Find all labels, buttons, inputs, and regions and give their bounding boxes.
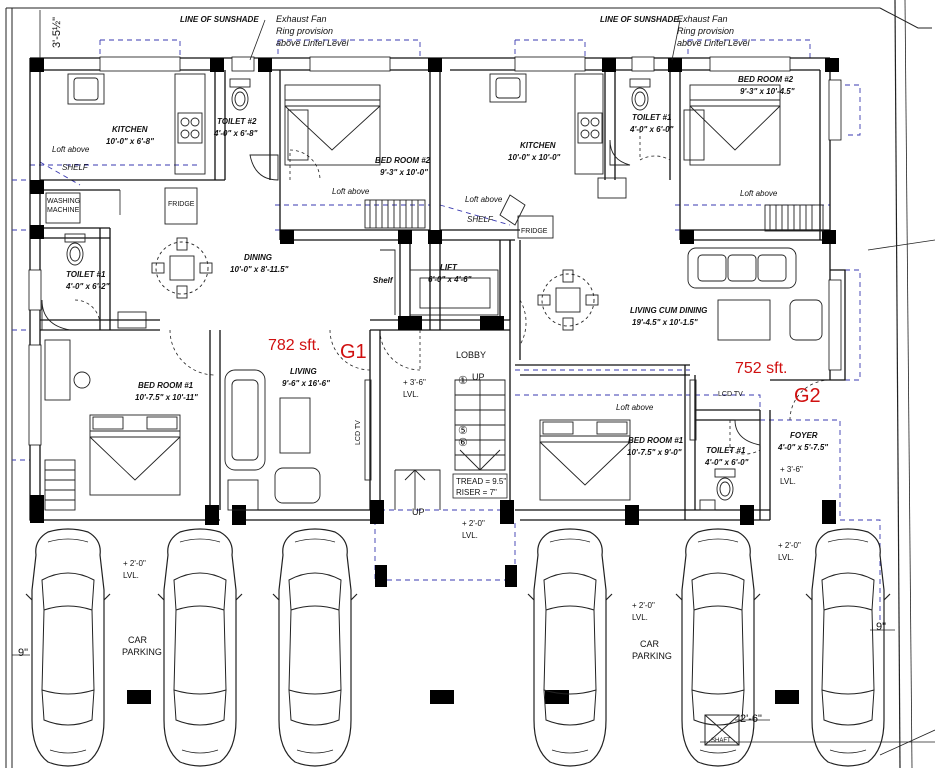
level-value-3: + 3'-6" [780,465,803,474]
level-lvl-6: LVL. [778,553,794,562]
g2-toilet-name: TOILET #1 [632,113,672,122]
g2-toilet1-name: TOILET #1 [706,446,746,455]
g2-bedroom1-dims: 10'-7.5" x 9'-0" [627,448,682,457]
exhaust-note-right-1: Exhaust Fan [677,14,728,24]
parking-right-label-1: CAR [640,639,660,649]
site-boundary [5,0,935,768]
level-lvl-5: LVL. [632,613,648,622]
level-value-2: + 2'-0" [462,519,485,528]
level-lvl-2: LVL. [462,531,478,540]
g2-tag: G2 [794,385,821,407]
g2-bedroom1-name: BED ROOM #1 [628,436,684,445]
tread-note: TREAD = 9.5" [456,477,506,486]
level-value-1: + 3'-6" [403,378,426,387]
g1-dining-name: DINING [244,253,272,262]
parking-right-label-2: PARKING [632,651,672,661]
g1-bedroom2-dims: 9'-3" x 10'-0" [380,168,428,177]
lift-name: LIFT [440,263,458,272]
g1-washing-label-2: MACHINE [47,207,80,214]
exhaust-note-left-1: Exhaust Fan [276,14,327,24]
exhaust-note-right-2: Ring provision [677,26,734,36]
g1-shelf-label: Shelf [373,276,394,285]
g1-area: 782 sft. [268,337,320,354]
g1-toilet2-name: TOILET #2 [217,117,257,126]
g2-living-dims: 19'-4.5" x 10'-1.5" [632,318,698,327]
g2-toilet-dims: 4'-0" x 6'-0" [629,125,674,134]
bottom-dimension: 2'-6" [740,713,762,725]
g1-kitchen-dims: 10'-0" x 6'-8" [106,137,154,146]
shaft-label: SHAFT [711,738,731,744]
g2-kitchen-dims: 10'-0" x 10'-0" [508,153,561,162]
g1-bedroom2-name: BED ROOM #2 [375,156,431,165]
g1-toilet1-dims: 4'-0" x 6'-2" [65,282,110,291]
g2-kitchen-name: KITCHEN [520,141,556,150]
g2-foyer-name: FOYER [790,431,818,440]
left-dimension: 9" [18,647,28,659]
g1-bedroom2-loft: Loft above [332,187,370,196]
g1-toilet2-dims: 4'-0" x 6'-8" [213,129,258,138]
g1-kitchen-loft: Loft above [52,145,90,154]
g2-bedroom1-loft: Loft above [616,403,654,412]
g2-area: 752 sft. [735,360,787,377]
g2-bedroom2-loft: Loft above [740,189,778,198]
level-value-4: + 2'-0" [123,559,146,568]
windows [28,56,842,446]
g2-foyer-dims: 4'-0" x 5'-7.5" [777,443,828,452]
parking-left-label-2: PARKING [122,647,162,657]
level-lvl-1: LVL. [403,390,419,399]
g1-fridge-label: FRIDGE [168,201,195,208]
g1-kitchen-name: KITCHEN [112,125,148,134]
lobby-label: LOBBY [456,350,486,360]
furniture [41,73,824,511]
lift-dims: 6'-0" x 4'-6" [428,275,472,284]
shaft-box [704,714,740,746]
g1-living-name: LIVING [290,367,317,376]
columns [30,58,839,704]
g2-kitchen-loft: Loft above [465,195,503,204]
dimension-lines [12,10,895,721]
door-swings [74,130,831,455]
exhaust-note-right-3: above Lintel Level [677,38,751,48]
g1-washing-label-1: WASHING [47,198,80,205]
stair-up-bottom: UP [412,507,425,517]
level-lvl-4: LVL. [123,571,139,580]
g1-lcd-label: LCD TV [355,420,362,445]
riser-note: RISER = 7" [456,488,497,497]
g2-bedroom2-name: BED ROOM #2 [738,75,794,84]
g2-lcd-label: LCD TV [718,391,743,398]
sunshade-note-left: LINE OF SUNSHADE [180,15,259,24]
g2-toilet1-dims: 4'-0" x 6'-0" [704,458,749,467]
exhaust-note-left-3: above Lintel Level [276,38,350,48]
g1-bedroom1-name: BED ROOM #1 [138,381,194,390]
sunshade-note-right: LINE OF SUNSHADE [600,15,679,24]
g1-bedroom1-dims: 10'-7.5" x 10'-11" [135,393,198,402]
stair-up-top: UP [472,372,485,382]
walls [29,57,846,521]
parking-left-label-1: CAR [128,635,148,645]
g2-kitchen-shelf: SHELF [467,215,494,224]
level-value-5: + 2'-0" [632,601,655,610]
step-6: ⑥ [458,437,468,449]
level-value-6: + 2'-0" [778,541,801,550]
exhaust-note-left-2: Ring provision [276,26,333,36]
right-dimension: 9" [876,621,886,633]
g1-kitchen-shelf: SHELF [62,163,89,172]
g1-living-dims: 9'-6" x 16'-6" [282,379,330,388]
step-5: ⑤ [458,425,468,437]
g1-toilet1-name: TOILET #1 [66,270,106,279]
g2-bedroom2-dims: 9'-3" x 10'-4.5" [740,87,795,96]
g1-tag: G1 [340,341,367,363]
g2-fridge-label: FRIDGE [521,228,548,235]
level-lvl-3: LVL. [780,477,796,486]
g1-dining-dims: 10'-0" x 8'-11.5" [230,265,289,274]
step-1: ① [458,375,468,387]
g2-living-name: LIVING CUM DINING [630,306,707,315]
top-dimension: 3'-5½" [51,17,63,48]
